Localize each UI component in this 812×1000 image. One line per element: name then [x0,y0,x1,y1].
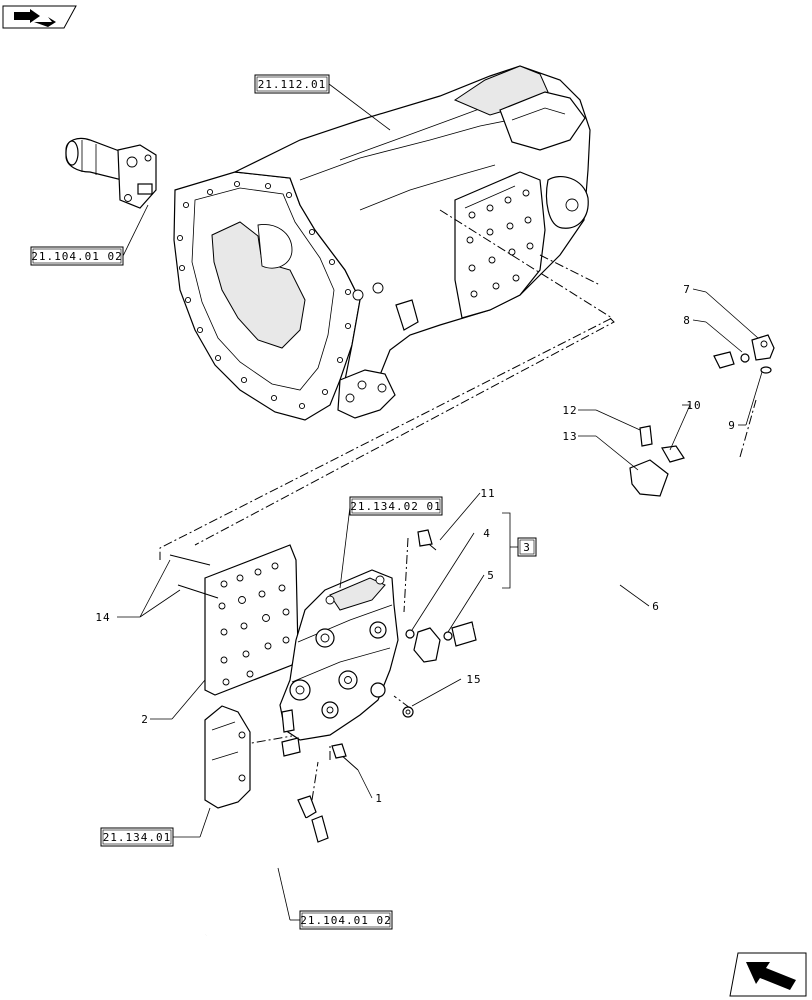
leader-lines [117,83,763,921]
callout-11: 11 [480,487,495,500]
ref-box-valve[interactable]: 21.134.02 01 [349,496,443,516]
callout-8: 8 [683,314,691,327]
svg-text:21.134.02 01: 21.134.02 01 [350,500,441,513]
callout-15: 15 [466,673,481,686]
ref-box-cover[interactable]: 21.134.01 [100,827,174,847]
callout-10: 10 [686,399,701,412]
lower-hose [202,795,329,937]
svg-text:21.104.01 02: 21.104.01 02 [300,914,391,927]
callout-4: 4 [483,527,491,540]
ref-box-sensor[interactable]: 21.104.01 02 [30,246,124,266]
callout-1: 1 [375,792,383,805]
back-plate [204,544,299,696]
book-arrow-icon[interactable] [2,5,77,29]
flange-bolt-holes [176,180,352,410]
svg-text:21.134.01: 21.134.01 [103,831,172,844]
bolt-1 [331,743,359,771]
callout-12: 12 [562,404,577,417]
nut-15 [402,706,414,718]
svg-text:21.112.01: 21.112.01 [258,78,327,91]
callout-5: 5 [487,569,495,582]
valve-block [279,569,399,757]
callout-14: 14 [95,611,110,624]
top-right-fittings [740,334,775,374]
svg-text:3: 3 [523,541,531,554]
sensor-assembly [65,137,157,209]
studs [169,554,219,599]
ref-box-hose[interactable]: 21.104.01 02 [299,910,393,930]
clamp-assembly [629,425,685,497]
callout-6: 6 [652,600,660,613]
transmission-housing [173,65,591,421]
ref-box-housing[interactable]: 21.112.01 [254,74,330,94]
svg-text:21.104.01 02: 21.104.01 02 [31,250,122,263]
callout-2: 2 [141,713,149,726]
callout-9: 9 [728,419,736,432]
callout-3-box[interactable]: 3 [517,537,537,557]
side-plate-holes [345,189,534,403]
callout-7: 7 [683,283,691,296]
next-page-arrow-icon[interactable] [729,952,807,997]
elbow-fitting [405,621,477,663]
valve-cover [204,705,251,809]
callout-numbers: 1 2 4 5 6 7 8 9 10 11 12 13 14 15 [95,283,736,805]
bolt-11 [417,529,437,551]
pipe-6 [473,351,749,630]
callout-13: 13 [562,430,577,443]
